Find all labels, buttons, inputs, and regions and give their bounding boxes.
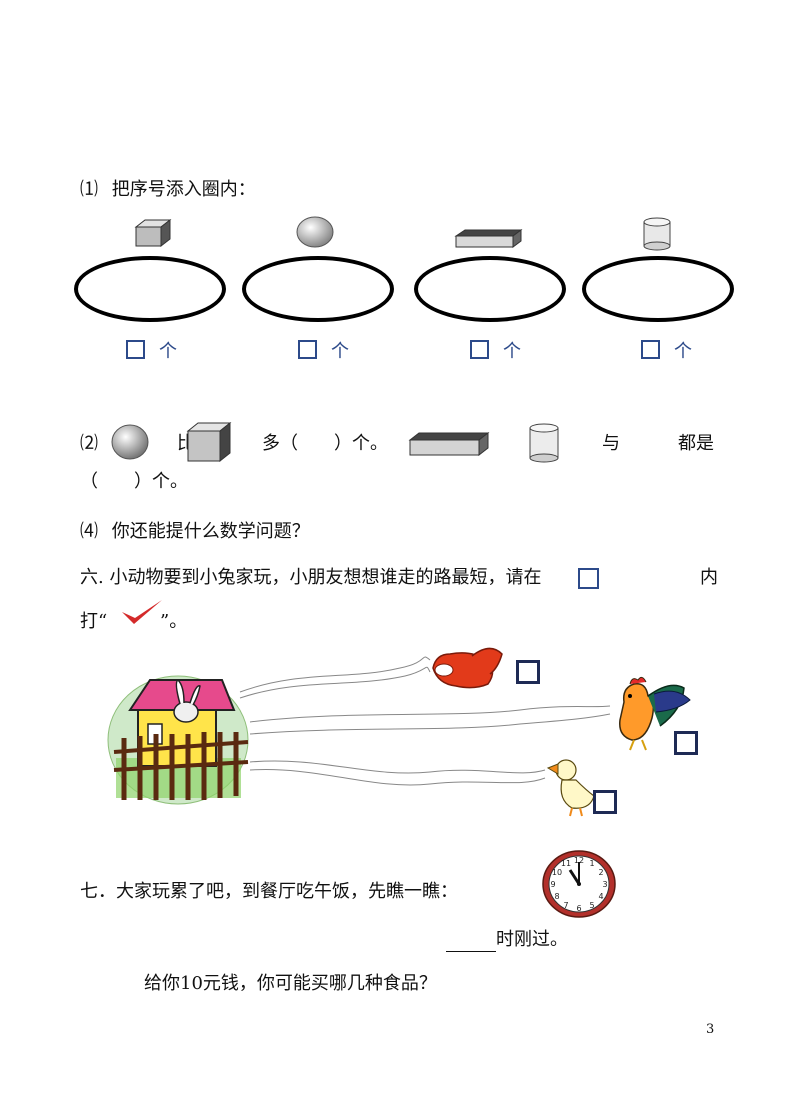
q4-text: 你还能提什么数学问题？ bbox=[111, 521, 310, 542]
legend-box bbox=[578, 568, 599, 589]
time-answer-blank[interactable] bbox=[446, 931, 496, 952]
q7-heading: 七．大家玩累了吧，到餐厅吃午饭，先瞧一瞧： bbox=[80, 881, 458, 902]
clock-numeral: 3 bbox=[602, 880, 607, 889]
q2-word-yu: 与 bbox=[602, 433, 620, 454]
q6-line2-start: 打“ bbox=[80, 611, 108, 632]
unit-label: 个 bbox=[331, 341, 349, 362]
count-box-sphere[interactable] bbox=[298, 340, 317, 359]
q2-text-both: 都是 bbox=[678, 433, 714, 454]
clock-numeral: 2 bbox=[598, 868, 603, 877]
count-box-cylinder[interactable] bbox=[641, 340, 660, 359]
rabbit-house-illustration bbox=[107, 675, 249, 805]
clock-numeral: 1 bbox=[589, 859, 594, 868]
rabbit-house-scene bbox=[107, 647, 691, 817]
path-rooster-top bbox=[249, 705, 611, 723]
clock-numeral: 11 bbox=[561, 859, 571, 868]
answer-oval-cube[interactable] bbox=[74, 256, 226, 322]
path-duck-top bbox=[249, 760, 546, 774]
check-box-fox[interactable] bbox=[516, 660, 540, 684]
path-duck-bottom bbox=[249, 769, 546, 786]
clock-numeral: 6 bbox=[576, 904, 581, 913]
clock-numeral: 10 bbox=[552, 868, 562, 877]
unit-label: 个 bbox=[159, 341, 177, 362]
path-fox-bottom bbox=[239, 666, 431, 699]
q6-heading-end: 内 bbox=[700, 567, 718, 588]
clock-numeral: 9 bbox=[550, 880, 555, 889]
checkmark-icon bbox=[122, 600, 162, 624]
cuboid-icon bbox=[454, 229, 523, 248]
cylinder-icon bbox=[529, 423, 559, 463]
clock-numeral: 4 bbox=[598, 892, 603, 901]
q2-label: ⑵ bbox=[80, 433, 98, 454]
q2-line2: （ ）个。 bbox=[80, 471, 188, 492]
q7-answer-suffix: 时刚过。 bbox=[496, 929, 568, 950]
cube-icon bbox=[186, 421, 232, 463]
cube-icon bbox=[134, 218, 172, 248]
q6-line2-end: ”。 bbox=[160, 611, 188, 632]
clock-icon: 12 1 2 3 4 5 6 7 8 9 10 11 bbox=[542, 850, 616, 918]
unit-label: 个 bbox=[503, 341, 521, 362]
q1-text: 把序号添入圈内： bbox=[111, 179, 256, 200]
rooster-illustration bbox=[619, 676, 691, 751]
q1-line: ⑴ 把序号添入圈内： bbox=[80, 178, 256, 202]
clock-numeral: 7 bbox=[563, 901, 568, 910]
clock-numeral: 5 bbox=[589, 901, 594, 910]
answer-oval-cuboid[interactable] bbox=[414, 256, 566, 322]
clock-numeral: 12 bbox=[574, 856, 584, 865]
fox-illustration bbox=[432, 647, 503, 689]
answer-oval-cylinder[interactable] bbox=[582, 256, 734, 322]
path-fox-top bbox=[239, 656, 431, 693]
path-rooster-bottom bbox=[249, 713, 611, 735]
duck-illustration bbox=[546, 759, 595, 817]
clock-numeral: 8 bbox=[554, 892, 559, 901]
q4-label: ⑷ bbox=[80, 521, 98, 542]
sphere-icon bbox=[296, 216, 334, 248]
q4-line: ⑷ 你还能提什么数学问题？ bbox=[80, 520, 310, 544]
q1-label: ⑴ bbox=[80, 179, 98, 200]
count-box-cuboid[interactable] bbox=[470, 340, 489, 359]
cuboid-icon bbox=[408, 431, 490, 457]
q2-text-more: 多（ ）个。 bbox=[262, 433, 388, 454]
clock-hour-hand bbox=[568, 869, 581, 885]
page-number: 3 bbox=[706, 1022, 715, 1037]
q7-answer-line: 时刚过。 bbox=[446, 928, 568, 952]
check-box-rooster[interactable] bbox=[674, 731, 698, 755]
cylinder-icon bbox=[643, 217, 671, 251]
count-box-cube[interactable] bbox=[126, 340, 145, 359]
q6-heading: 六. 小动物要到小兔家玩，小朋友想想谁走的路最短，请在 bbox=[80, 567, 542, 588]
unit-label: 个 bbox=[674, 341, 692, 362]
answer-oval-sphere[interactable] bbox=[242, 256, 394, 322]
check-box-duck[interactable] bbox=[593, 790, 617, 814]
sphere-icon bbox=[111, 424, 149, 460]
q7-money-question: 给你10元钱，你可能买哪几种食品？ bbox=[144, 973, 437, 994]
